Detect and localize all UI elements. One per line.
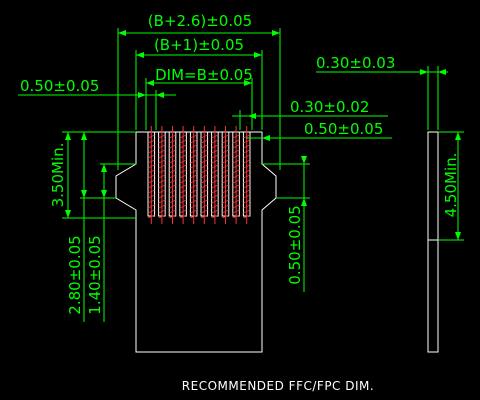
label-inner-width: (B+1)±0.05 <box>154 36 244 54</box>
label-edge-offset-right: 0.50±0.05 <box>304 120 383 138</box>
arrow-offset-left <box>138 92 146 98</box>
contact-array <box>147 126 251 224</box>
arrow-thickness-left <box>420 69 428 75</box>
label-contact-width: 0.30±0.02 <box>290 98 369 116</box>
label-overall-width: (B+2.6)±0.05 <box>148 12 252 30</box>
arrow-inner-left <box>136 52 144 58</box>
side-view <box>427 131 439 353</box>
arrow-side-top <box>455 132 461 140</box>
drawing-caption: RECOMMENDED FFC/FPC DIM. <box>182 379 374 393</box>
arrow-pitch-left <box>146 80 154 86</box>
arrow-stiffener-top <box>301 156 307 164</box>
label-tab-depth: 2.80±0.05 <box>66 235 84 314</box>
arrow-stiffener-bottom <box>301 198 307 206</box>
label-step-depth: 1.40±0.05 <box>86 235 104 314</box>
label-stiffener-offset: 0.50±0.05 <box>286 205 304 284</box>
arrow-offset-right <box>262 135 270 141</box>
arrow-inner-right <box>254 52 262 58</box>
arrow-overall-right <box>272 30 280 36</box>
arrow-pitch-right <box>244 80 252 86</box>
arrow-overall-left <box>118 30 126 36</box>
arrow-step-bottom <box>101 190 107 198</box>
label-thickness: 0.30±0.03 <box>316 54 395 72</box>
arrow-contact-min-top <box>65 132 71 140</box>
arrow-tab-top <box>81 132 87 140</box>
label-edge-offset-left: 0.50±0.05 <box>20 77 99 95</box>
label-contact-min-length: 3.50Min. <box>49 143 67 208</box>
label-side-min-length: 4.50Min. <box>442 153 460 218</box>
label-pitch-span: DIM=B±0.05 <box>155 66 253 84</box>
arrow-offset-left-b <box>156 92 164 98</box>
arrow-contact-min-bottom <box>65 210 71 218</box>
arrow-step-top <box>101 164 107 172</box>
arrow-thickness-right <box>438 69 446 75</box>
arrow-contact-width <box>248 113 256 119</box>
arrow-side-bottom <box>455 232 461 240</box>
arrow-tab-bottom <box>81 190 87 198</box>
ffc-outline <box>115 131 277 353</box>
